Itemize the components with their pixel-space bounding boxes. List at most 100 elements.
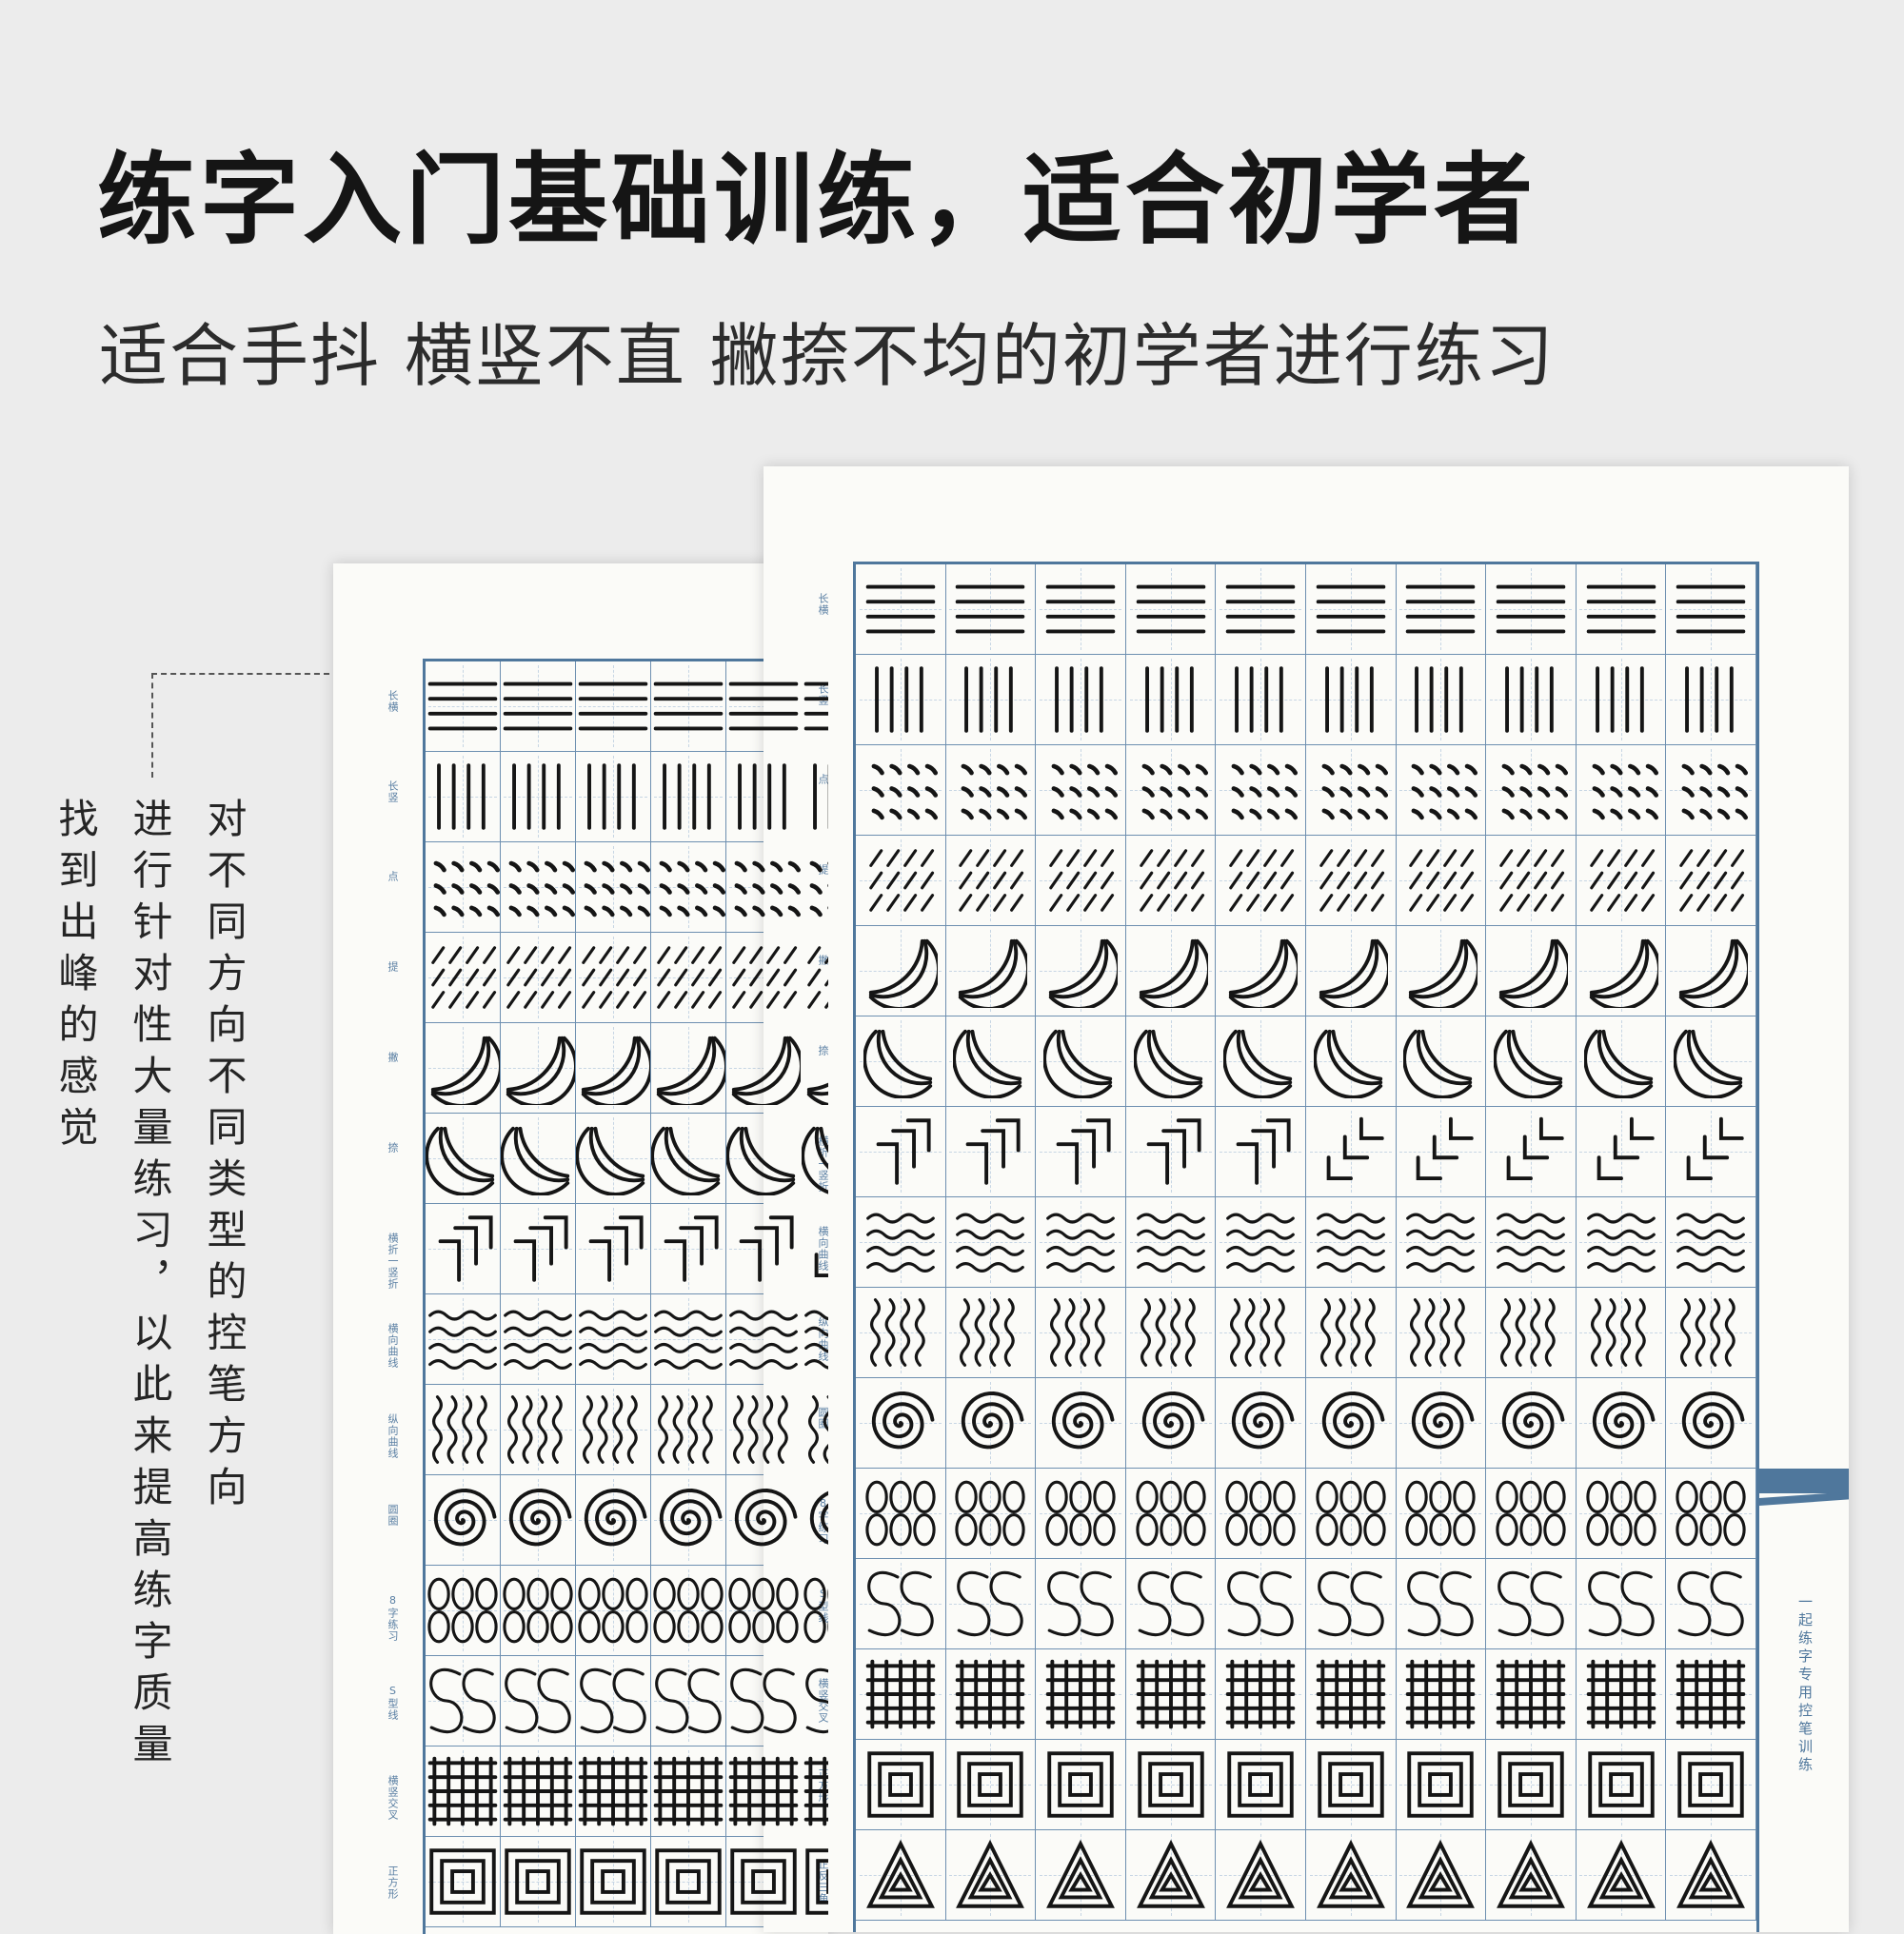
practice-row-horizontal-lines: 长横	[387, 661, 828, 752]
practice-cell	[856, 1378, 946, 1469]
hooked-corner-icon	[1056, 1118, 1111, 1185]
hooked-corner-icon	[513, 1215, 568, 1282]
practice-cell	[426, 1747, 501, 1837]
practice-cell	[426, 1204, 501, 1294]
practice-cell	[726, 661, 802, 752]
nested-triangle-icon	[1497, 1839, 1565, 1908]
s-curve-icon	[1587, 1570, 1655, 1637]
practice-row-crosshatch: 横竖交叉	[387, 1747, 828, 1837]
practice-cell	[1396, 1016, 1487, 1107]
s-curve-icon	[730, 1668, 797, 1734]
practice-cell	[1666, 1288, 1756, 1378]
dots-icon	[659, 860, 725, 918]
s-curve-icon	[1047, 1570, 1114, 1637]
right-falling-arcs-icon	[863, 1029, 932, 1098]
practice-row-vertical-waves: 纵向曲线	[817, 1288, 1756, 1378]
practice-cell	[1666, 1649, 1756, 1740]
practice-cell	[945, 836, 1037, 926]
vertical-lines-icon	[437, 763, 486, 830]
vertical-waves-icon	[1319, 1298, 1376, 1367]
practice-cell	[501, 752, 576, 842]
practice-cell	[1305, 836, 1397, 926]
figure-eight-icon	[653, 1577, 724, 1644]
practice-row-right-falling-arcs: 捺	[387, 1114, 828, 1204]
practice-cell	[1576, 1378, 1667, 1469]
rising-strokes-icon	[869, 849, 934, 912]
practice-cell	[1125, 1649, 1217, 1740]
practice-cell	[576, 1294, 651, 1385]
practice-cell	[802, 1475, 828, 1566]
left-falling-arcs-icon	[1139, 938, 1208, 1008]
hooked-corner-icon	[1417, 1116, 1475, 1181]
practice-cell	[501, 1475, 576, 1566]
vertical-lines-icon	[587, 763, 636, 830]
dots-icon	[1141, 763, 1208, 820]
vertical-waves-icon	[1050, 1298, 1105, 1367]
practice-cell	[1666, 1378, 1756, 1469]
practice-cell	[1125, 1559, 1217, 1649]
hooked-corner-icon	[1326, 1116, 1384, 1181]
practice-cell	[1305, 1649, 1397, 1740]
vertical-lines-icon	[663, 763, 711, 830]
row-label: 捺	[387, 1141, 399, 1154]
rising-strokes-icon	[1679, 849, 1745, 912]
spiral-icon	[962, 1391, 1024, 1450]
practice-cell	[501, 933, 576, 1023]
rising-strokes-icon	[506, 946, 572, 1009]
figure-eight-icon	[955, 1480, 1026, 1547]
hooked-corner-icon	[588, 1215, 644, 1282]
spiral-icon	[871, 1391, 935, 1450]
vertical-waves-icon	[432, 1395, 487, 1464]
practice-cell	[501, 1204, 576, 1294]
practice-cell	[1125, 926, 1217, 1016]
practice-cell	[1576, 655, 1667, 745]
horizontal-lines-icon	[1676, 584, 1746, 634]
practice-cell	[1486, 1016, 1577, 1107]
practice-cell	[802, 1023, 828, 1114]
practice-cell	[945, 1559, 1037, 1649]
rising-strokes-icon	[959, 849, 1024, 912]
s-curve-icon	[805, 1668, 828, 1734]
practice-cell	[1396, 1830, 1487, 1921]
practice-row-left-falling-arcs: 撇	[387, 1023, 828, 1114]
horizontal-waves-icon	[1226, 1213, 1296, 1273]
figure-eight-icon	[1045, 1480, 1116, 1547]
practice-cell	[1125, 564, 1217, 655]
brand-band-accent	[1759, 1491, 1849, 1506]
s-curve-icon	[580, 1668, 646, 1734]
nested-square-icon	[1318, 1751, 1384, 1818]
practice-cell	[1486, 1740, 1577, 1830]
practice-cell	[1036, 655, 1126, 745]
practice-cell	[1396, 655, 1487, 745]
practice-cell	[651, 1294, 726, 1385]
practice-cell	[1666, 1469, 1756, 1559]
practice-cell	[1666, 1830, 1756, 1921]
practice-cell	[1125, 1288, 1217, 1378]
vertical-lines-icon	[813, 763, 828, 830]
practice-cell	[1486, 1649, 1577, 1740]
horizontal-lines-icon	[653, 681, 724, 731]
right-falling-arcs-icon	[576, 1126, 645, 1195]
left-falling-arcs-icon	[581, 1036, 650, 1105]
spiral-icon	[809, 1490, 828, 1545]
spiral-icon	[584, 1489, 647, 1547]
practice-cell	[1396, 745, 1487, 836]
nested-square-icon	[805, 1848, 828, 1915]
callout-leader-line	[151, 673, 329, 778]
practice-cell	[945, 1197, 1037, 1288]
practice-cell	[1576, 926, 1667, 1016]
horizontal-waves-icon	[1406, 1213, 1476, 1273]
hooked-corner-icon	[664, 1215, 719, 1282]
crosshatch-icon	[1045, 1659, 1116, 1729]
left-falling-arcs-icon	[959, 938, 1028, 1008]
horizontal-waves-icon	[1136, 1213, 1205, 1273]
left-falling-arcs-icon	[1409, 938, 1478, 1008]
row-label: 撇	[387, 1051, 399, 1063]
practice-row-crosshatch: 横竖交叉	[817, 1649, 1756, 1740]
practice-cell	[1036, 1740, 1126, 1830]
practice-cell	[576, 933, 651, 1023]
practice-cell	[1216, 745, 1306, 836]
vertical-waves-icon	[960, 1298, 1016, 1367]
practice-cell	[945, 1016, 1037, 1107]
